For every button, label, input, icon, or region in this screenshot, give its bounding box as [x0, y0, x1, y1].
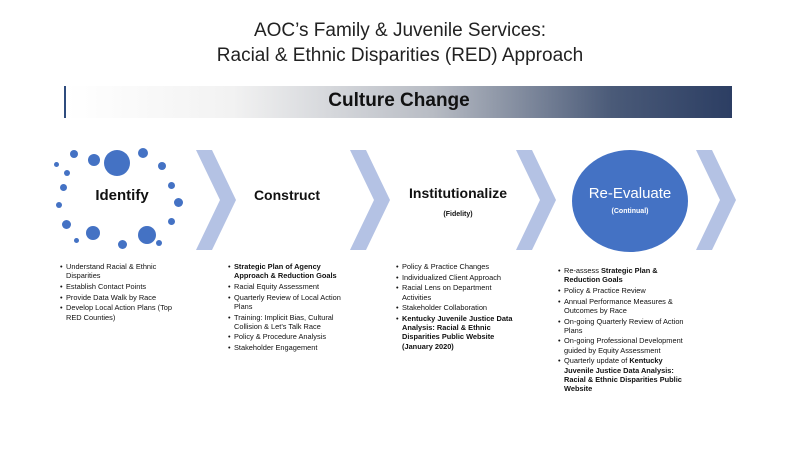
institutionalize-bullet-list: Policy & Practice ChangesIndividualized …: [396, 262, 516, 352]
list-item: Policy & Procedure Analysis: [228, 332, 356, 341]
construct-bullet-list: Strategic Plan of Agency Approach & Redu…: [228, 262, 356, 354]
bold-text: Strategic Plan & Reduction Goals: [564, 266, 658, 285]
dot: [86, 226, 100, 240]
list-item: Annual Performance Measures & Outcomes b…: [558, 297, 688, 315]
identify-bullet-list: Understand Racial & Ethnic DisparitiesEs…: [60, 262, 182, 323]
item-text: Policy & Procedure Analysis: [234, 332, 327, 342]
banner-label: Culture Change: [328, 90, 470, 111]
dot: [62, 220, 71, 229]
dot: [138, 148, 148, 158]
list-item: Understand Racial & Ethnic Disparities: [60, 262, 182, 280]
item-text: Understand Racial & Ethnic Disparities: [66, 262, 157, 281]
chevron-right-icon: [696, 150, 736, 250]
list-item: Stakeholder Collaboration: [396, 303, 516, 312]
dot: [158, 162, 166, 170]
title-line-2: Racial & Ethnic Disparities (RED) Approa…: [216, 45, 584, 66]
item-text: Policy & Practice Review: [564, 285, 646, 295]
list-item: Policy & Practice Changes: [396, 262, 516, 271]
item-text: Stakeholder Engagement: [234, 343, 318, 353]
stage-re-evaluate-subtitle: (Continual): [611, 208, 649, 215]
slide-title: AOC’s Family & Juvenile Services: Racial…: [0, 18, 800, 68]
chevron-right-icon: [516, 150, 556, 250]
item-text: Training: Implicit Bias, Cultural Collis…: [234, 312, 334, 331]
dot: [64, 170, 70, 176]
re-evaluate-bullet-list: Re-assess Strategic Plan & Reduction Goa…: [558, 266, 688, 395]
dot: [156, 240, 162, 246]
list-item: Strategic Plan of Agency Approach & Redu…: [228, 262, 356, 280]
list-item: Re-assess Strategic Plan & Reduction Goa…: [558, 266, 688, 284]
item-text: On-going Professional Development guided…: [564, 336, 683, 355]
item-text: Quarterly Review of Local Action Plans: [234, 292, 341, 311]
item-text: Racial Equity Assessment: [234, 281, 320, 291]
dot: [70, 150, 78, 158]
stage-identify-title: Identify: [95, 187, 149, 204]
chevron-right-icon: [350, 150, 390, 250]
item-text: Quarterly update of: [564, 356, 630, 366]
title-line-1: AOC’s Family & Juvenile Services:: [253, 20, 547, 41]
dot: [118, 240, 127, 249]
stage-institutionalize-subtitle: (Fidelity): [443, 211, 473, 218]
item-text: On-going Quarterly Review of Action Plan…: [564, 316, 684, 335]
dot: [54, 162, 59, 167]
list-item: On-going Professional Development guided…: [558, 336, 688, 354]
stage-construct-title: Construct: [253, 187, 321, 203]
list-item: Quarterly Review of Local Action Plans: [228, 293, 356, 311]
list-item: Racial Equity Assessment: [228, 282, 356, 291]
list-item: Stakeholder Engagement: [228, 343, 356, 352]
list-item: Racial Lens on Department Activities: [396, 283, 516, 301]
dot: [168, 182, 175, 189]
item-text: Provide Data Walk by Race: [66, 292, 157, 302]
list-item: On-going Quarterly Review of Action Plan…: [558, 317, 688, 335]
item-text: Annual Performance Measures & Outcomes b…: [564, 296, 673, 315]
list-item: Provide Data Walk by Race: [60, 293, 182, 302]
bold-text: Kentucky Juvenile Justice Data Analysis:…: [402, 314, 513, 351]
dot-cluster-icon: [52, 140, 192, 260]
dot: [174, 198, 183, 207]
dot: [104, 150, 130, 176]
dot: [138, 226, 156, 244]
dot: [74, 238, 79, 243]
bold-text: Strategic Plan of Agency Approach & Redu…: [234, 262, 337, 281]
list-item: Individualized Client Approach: [396, 273, 516, 282]
list-item: Establish Contact Points: [60, 282, 182, 291]
dot: [168, 218, 175, 225]
item-text: Stakeholder Collaboration: [402, 303, 488, 313]
bold-text: Kentucky Juvenile Justice Data Analysis:…: [564, 356, 682, 393]
list-item: Kentucky Juvenile Justice Data Analysis:…: [396, 314, 516, 351]
list-item: Training: Implicit Bias, Cultural Collis…: [228, 313, 356, 331]
list-item: Policy & Practice Review: [558, 286, 688, 295]
item-text: Policy & Practice Changes: [402, 262, 490, 271]
stage-institutionalize-title: Institutionalize: [409, 185, 507, 201]
dot: [56, 202, 62, 208]
re-evaluate-circle: [572, 150, 688, 252]
culture-change-banner: Culture Change: [64, 86, 732, 118]
list-item: Develop Local Action Plans (Top RED Coun…: [60, 303, 182, 321]
item-text: Re-assess: [564, 266, 601, 275]
item-text: Individualized Client Approach: [402, 272, 502, 282]
item-text: Racial Lens on Department Activities: [402, 283, 492, 302]
dot: [88, 154, 100, 166]
list-item: Quarterly update of Kentucky Juvenile Ju…: [558, 356, 688, 393]
dot: [60, 184, 67, 191]
item-text: Develop Local Action Plans (Top RED Coun…: [66, 303, 172, 322]
chevron-right-icon: [196, 150, 236, 250]
item-text: Establish Contact Points: [66, 281, 147, 291]
stage-re-evaluate-title: Re-Evaluate: [588, 185, 672, 202]
